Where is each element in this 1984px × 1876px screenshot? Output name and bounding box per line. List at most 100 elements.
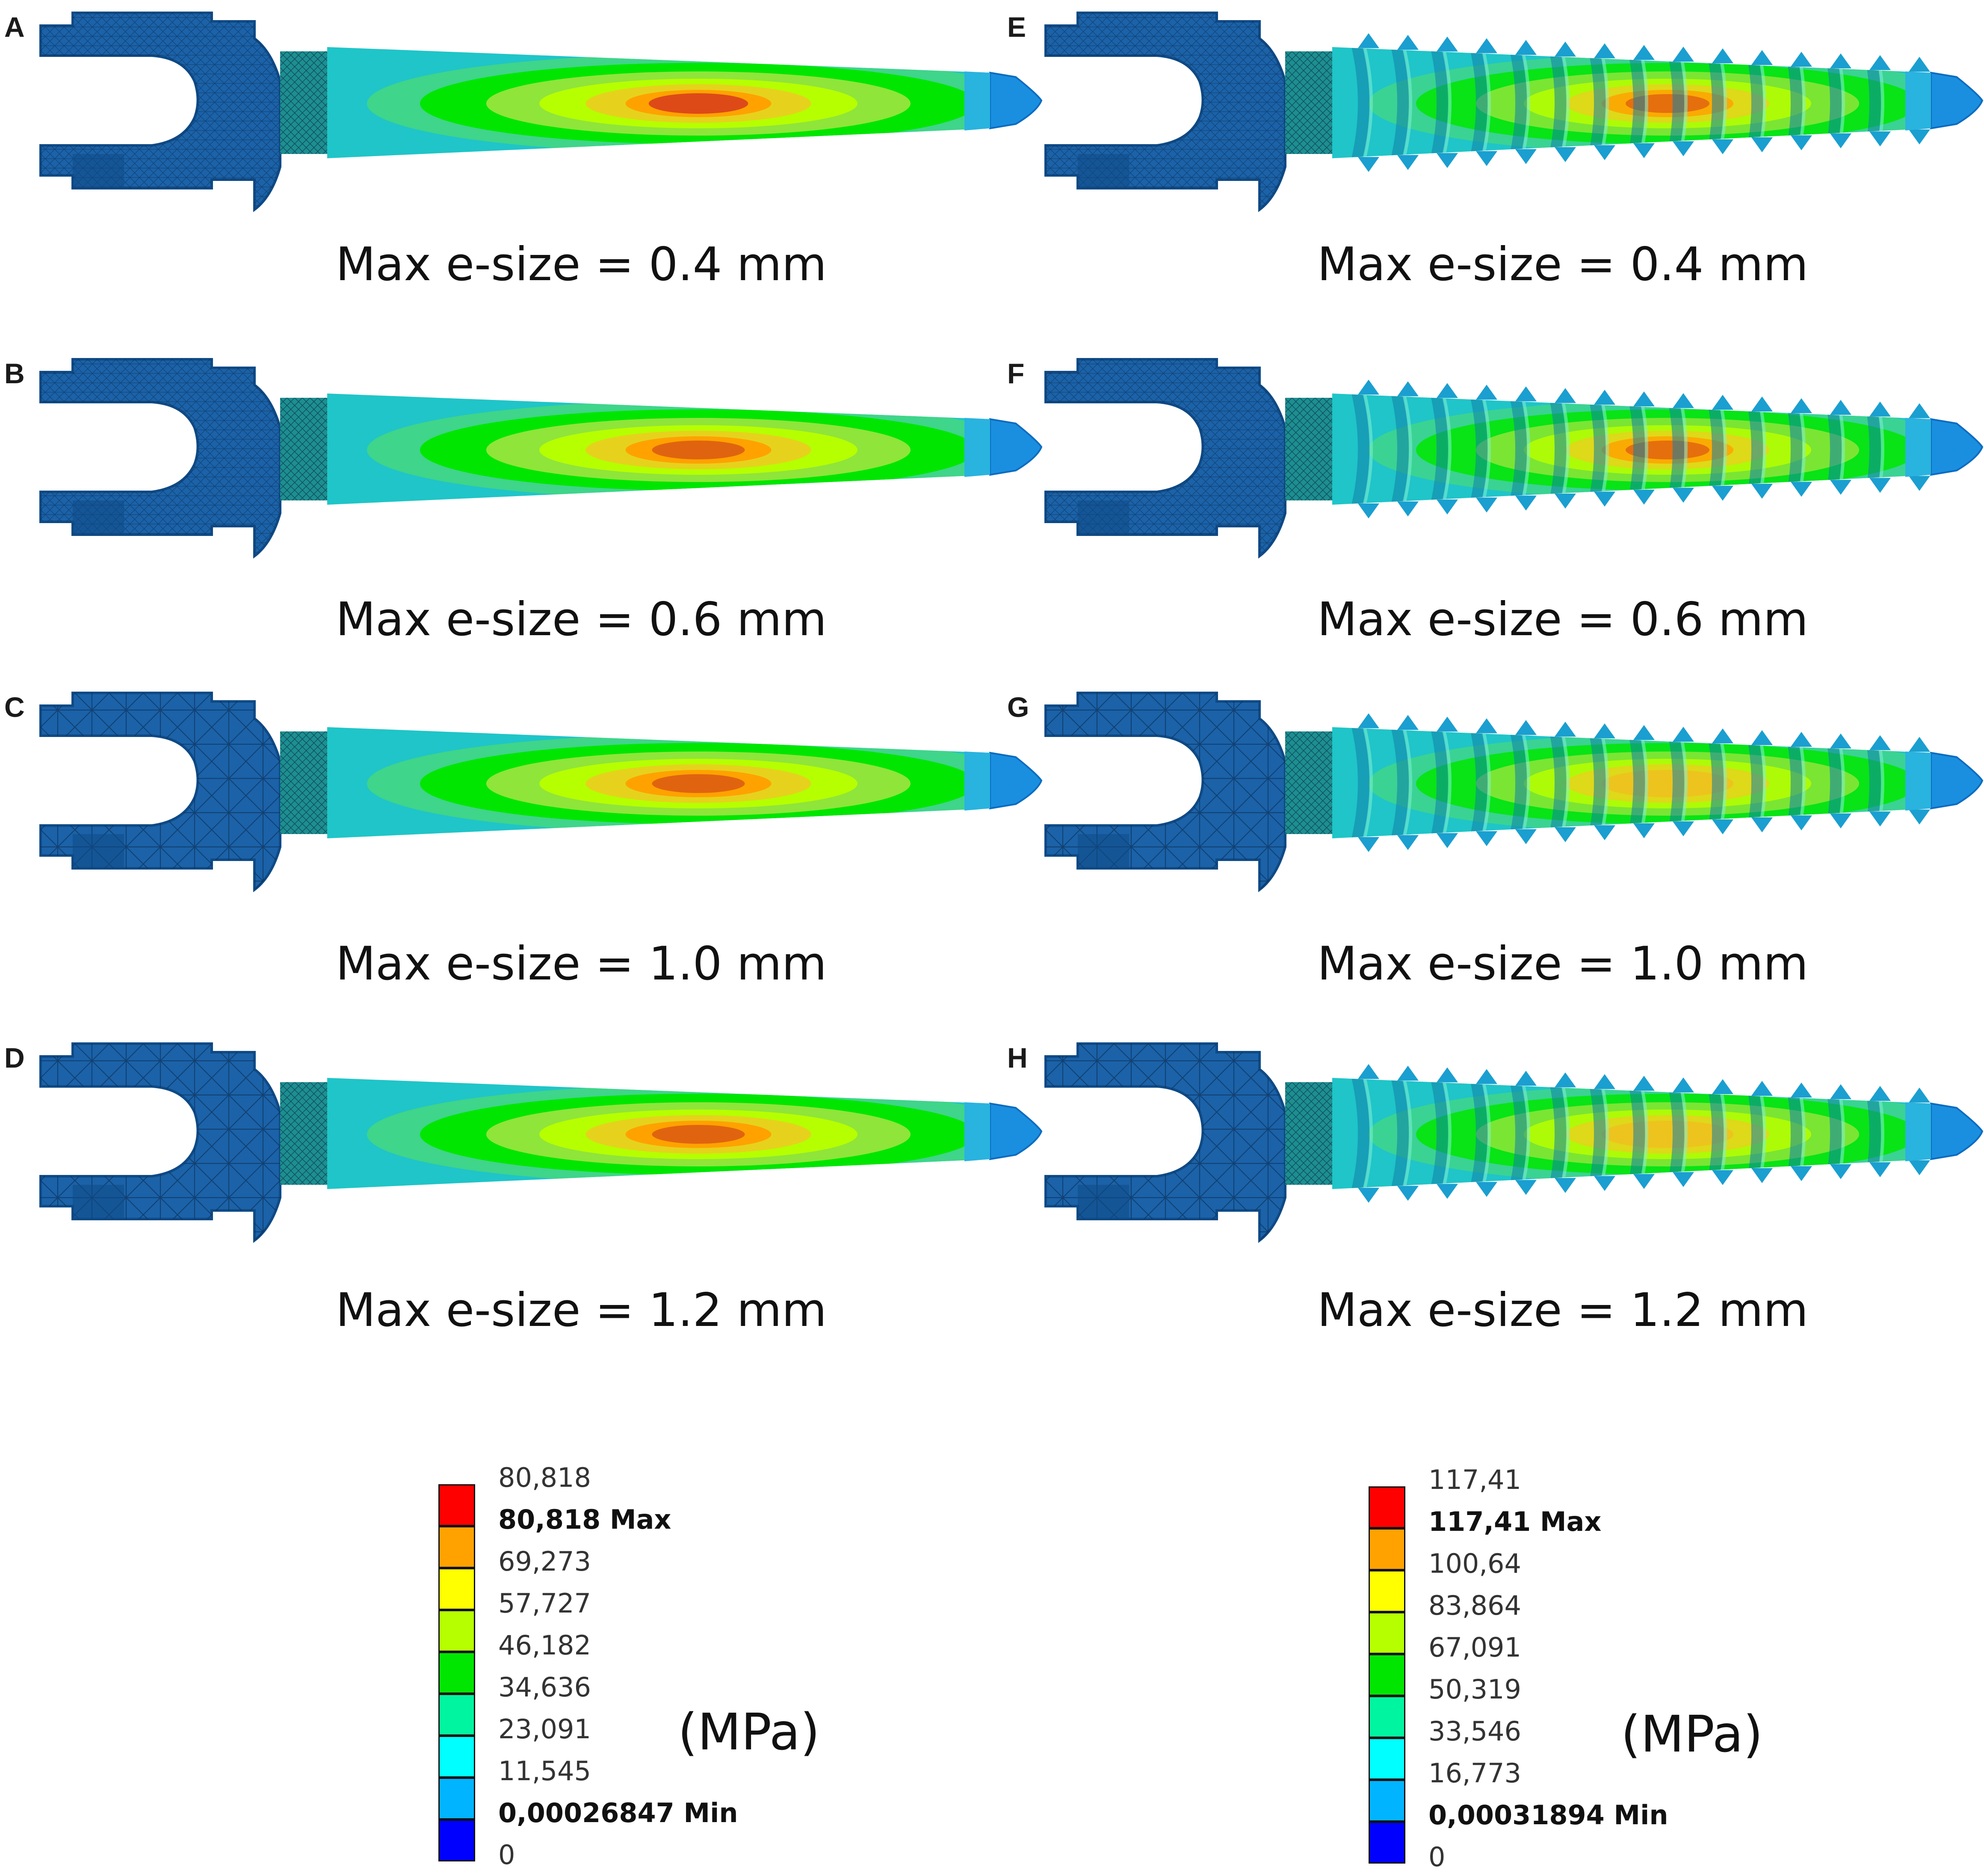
thread-tooth — [1476, 38, 1497, 53]
thread-tooth — [1633, 143, 1655, 158]
thread-tooth — [1555, 388, 1576, 403]
tip-collar — [964, 418, 990, 477]
thread-groove — [1703, 1078, 1724, 1189]
thread-groove — [1743, 1078, 1763, 1189]
thread-groove — [1664, 727, 1685, 838]
thread-tooth — [1712, 139, 1733, 154]
thread-highlight — [1439, 1078, 1452, 1189]
panel-caption-c: Max e-size = 1.0 mm — [336, 937, 827, 991]
thread-tooth — [1437, 153, 1458, 168]
thread-tooth — [1712, 485, 1733, 501]
tip-collar — [964, 1102, 990, 1161]
thread-groove — [1389, 1078, 1409, 1189]
thread-tooth — [1712, 819, 1733, 834]
thread-highlight — [1360, 394, 1373, 505]
thread-tooth — [1909, 476, 1930, 491]
panel-letter-a: A — [4, 11, 25, 43]
thread-groove — [1507, 47, 1527, 158]
panel-caption-h: Max e-size = 1.2 mm — [1317, 1284, 1809, 1337]
thread-groove — [1782, 47, 1803, 158]
panel-caption-a: Max e-size = 0.4 mm — [336, 238, 827, 291]
thread-groove — [1349, 47, 1370, 158]
head-flange — [1078, 500, 1129, 535]
screw-d — [39, 1042, 1043, 1243]
thread-tooth — [1476, 385, 1497, 400]
contour-band — [648, 93, 748, 114]
contour-band — [652, 1125, 745, 1144]
thread-tooth — [1515, 495, 1537, 511]
thread-tooth — [1869, 478, 1891, 493]
thread-tooth — [1791, 51, 1812, 67]
thread-tooth — [1869, 735, 1891, 750]
thread-groove — [1664, 394, 1685, 505]
tip-collar — [964, 752, 990, 811]
thread-tooth — [1633, 45, 1655, 60]
thread-groove — [1585, 394, 1606, 505]
head-flange — [1078, 834, 1129, 868]
thread-tooth — [1673, 141, 1694, 157]
thread-groove — [1625, 1078, 1645, 1189]
thread-groove — [1546, 47, 1567, 158]
thread-tooth — [1594, 390, 1615, 405]
legend-color-band — [1369, 1822, 1405, 1864]
legend-tick-label: 0 — [498, 1839, 515, 1870]
legend-tick-label: 117,41 — [1428, 1464, 1521, 1495]
panel-caption-b: Max e-size = 0.6 mm — [336, 593, 827, 646]
thread-groove — [1389, 727, 1409, 838]
thread-tooth — [1633, 391, 1655, 407]
neck-mesh — [1285, 1082, 1332, 1185]
thread-highlight — [1400, 727, 1412, 838]
thread-groove — [1743, 47, 1763, 158]
thread-groove — [1546, 394, 1567, 505]
legend-color-band — [1369, 1612, 1405, 1654]
neck-mesh — [280, 51, 327, 154]
head-flange — [73, 834, 124, 868]
thread-tooth — [1830, 479, 1851, 495]
screw-b — [39, 358, 1043, 559]
thread-groove — [1782, 1078, 1803, 1189]
thread-groove — [1585, 1078, 1606, 1189]
thread-groove — [1546, 727, 1567, 838]
legend-tick-label: 0 — [1428, 1841, 1446, 1873]
screw-a — [39, 12, 1043, 213]
thread-tooth — [1830, 733, 1851, 749]
legend-color-band — [1369, 1486, 1405, 1528]
thread-highlight — [1360, 47, 1373, 158]
legend-tick-label: 50,319 — [1428, 1674, 1521, 1705]
thread-tooth — [1712, 1170, 1733, 1185]
thread-tooth — [1869, 401, 1891, 417]
thread-tooth — [1594, 1176, 1615, 1191]
thread-tooth — [1751, 1081, 1773, 1096]
thread-tooth — [1712, 1079, 1733, 1095]
thread-tooth — [1673, 821, 1694, 837]
thread-tooth — [1791, 731, 1812, 747]
thread-tooth — [1515, 1180, 1537, 1195]
thread-tooth — [1594, 491, 1615, 507]
legend-tick-label: 83,864 — [1428, 1590, 1521, 1621]
thread-groove — [1507, 1078, 1527, 1189]
thread-groove — [1585, 727, 1606, 838]
neck-mesh — [280, 731, 327, 834]
thread-tooth — [1358, 157, 1379, 172]
legend-tick-label: 69,273 — [498, 1546, 591, 1577]
thread-tooth — [1397, 155, 1419, 170]
thread-highlight — [1478, 727, 1491, 838]
screw-tip — [1930, 71, 1984, 130]
screw-tip — [1930, 418, 1984, 476]
stress-contours — [367, 1085, 990, 1184]
legend-color-band — [1369, 1654, 1405, 1696]
head-flange — [1078, 154, 1129, 188]
thread-groove — [1428, 47, 1449, 158]
neck-mesh — [1285, 398, 1332, 500]
thread-tooth — [1358, 1188, 1379, 1203]
legend-tick-label: 11,545 — [498, 1755, 591, 1787]
screw-h — [1044, 1042, 1984, 1243]
thread-tooth — [1633, 489, 1655, 505]
screw-tip — [989, 1102, 1043, 1160]
thread-tooth — [1633, 1076, 1655, 1091]
thread-tooth — [1515, 40, 1537, 55]
thread-groove — [1389, 47, 1409, 158]
